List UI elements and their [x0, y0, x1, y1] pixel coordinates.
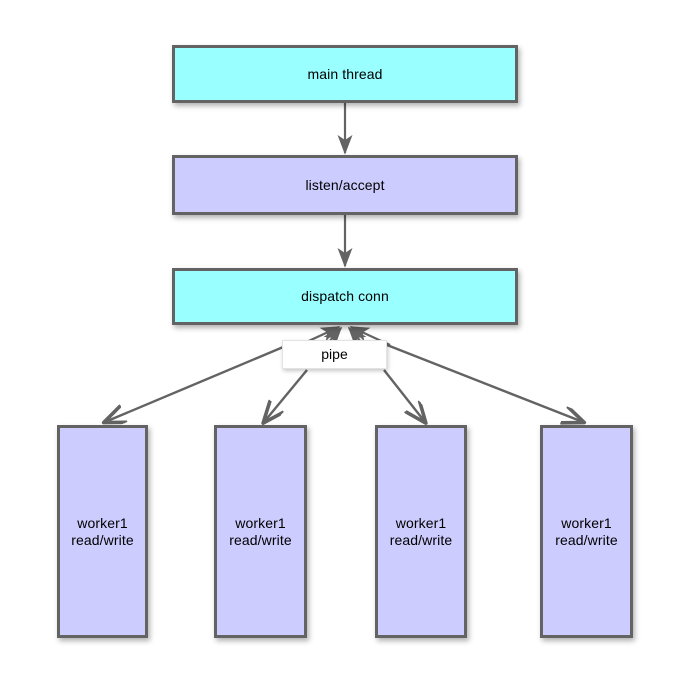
node-dispatch-conn-label: dispatch conn — [301, 288, 389, 304]
node-listen-accept-label: listen/accept — [305, 176, 385, 193]
edge-dispatch-to-worker4 — [386, 343, 583, 422]
edge-dispatch-to-worker1 — [105, 343, 289, 422]
node-listen-accept[interactable]: listen/accept — [172, 155, 518, 215]
node-dispatch-conn[interactable]: dispatch conn — [172, 268, 518, 325]
node-worker-2-label: worker1 read/write — [229, 514, 292, 548]
node-main-thread-label: main thread — [307, 65, 383, 82]
edge-dispatch-to-worker2 — [264, 369, 308, 422]
node-worker-3-label: worker1 read/write — [389, 514, 453, 548]
node-worker-4[interactable]: worker1 read/write — [540, 425, 633, 638]
edge-label-pipe[interactable]: pipe — [282, 340, 387, 369]
node-worker-4-label: worker1 read/write — [555, 514, 618, 548]
node-worker-1[interactable]: worker1 read/write — [57, 425, 148, 638]
edge-dispatch-to-worker3 — [383, 369, 425, 422]
node-worker-2[interactable]: worker1 read/write — [214, 425, 307, 638]
node-main-thread[interactable]: main thread — [172, 45, 518, 103]
node-worker-3[interactable]: worker1 read/write — [375, 425, 467, 638]
node-worker-1-label: worker1 read/write — [71, 514, 134, 548]
edge-label-pipe-text: pipe — [321, 346, 348, 362]
